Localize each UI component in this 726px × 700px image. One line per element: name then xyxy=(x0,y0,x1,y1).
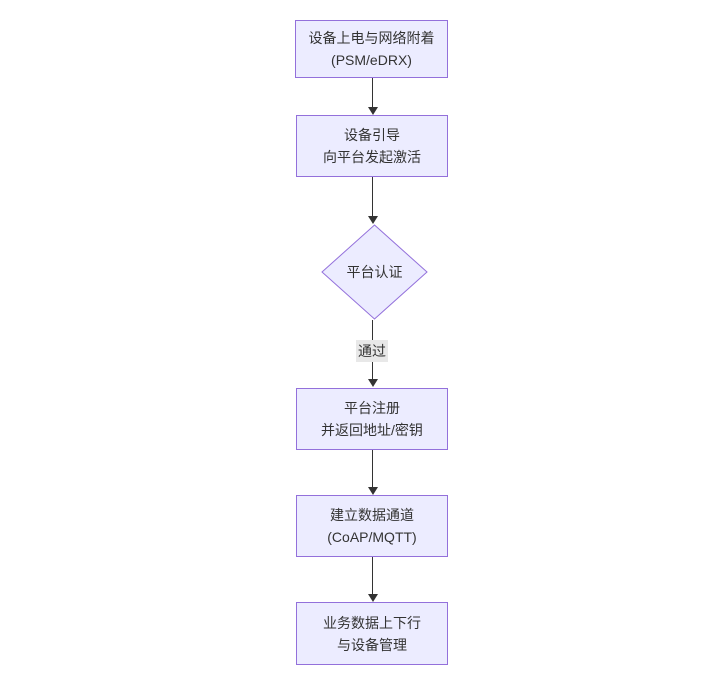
diamond-shape xyxy=(321,224,428,320)
node-label-line: 向平台发起激活 xyxy=(323,149,421,165)
flow-node-auth-decision: 平台认证 xyxy=(321,224,428,320)
flow-node-business: 业务数据上下行 与设备管理 xyxy=(296,602,448,665)
edge-line xyxy=(372,177,373,216)
node-label-line: 建立数据通道 xyxy=(330,507,414,523)
flow-node-bootstrap: 设备引导 向平台发起激活 xyxy=(296,115,448,177)
arrow-down-icon xyxy=(368,487,378,495)
node-label-line: (PSM/eDRX) xyxy=(331,52,412,68)
edge-line xyxy=(372,450,373,487)
arrow-down-icon xyxy=(368,107,378,115)
node-label-line: 设备上电与网络附着 xyxy=(308,30,435,46)
node-label-line: 设备引导 xyxy=(344,127,400,143)
edge-label-pass: 通过 xyxy=(356,340,388,362)
arrow-down-icon xyxy=(368,216,378,224)
node-label-line: 平台认证 xyxy=(346,264,403,280)
edge-line xyxy=(372,557,373,594)
node-label-line: (CoAP/MQTT) xyxy=(327,529,417,545)
node-label-line: 平台注册 xyxy=(344,400,400,416)
node-label-line: 业务数据上下行 xyxy=(323,614,421,631)
flow-node-channel: 建立数据通道 (CoAP/MQTT) xyxy=(296,495,448,557)
edge-line xyxy=(372,78,373,107)
node-label-line: 并返回地址/密钥 xyxy=(321,422,423,438)
flow-node-register: 平台注册 并返回地址/密钥 xyxy=(296,388,448,450)
arrow-down-icon xyxy=(368,594,378,602)
flow-node-power-attach: 设备上电与网络附着 (PSM/eDRX) xyxy=(295,20,448,78)
node-label-line: 与设备管理 xyxy=(337,636,407,653)
arrow-down-icon xyxy=(368,379,378,387)
